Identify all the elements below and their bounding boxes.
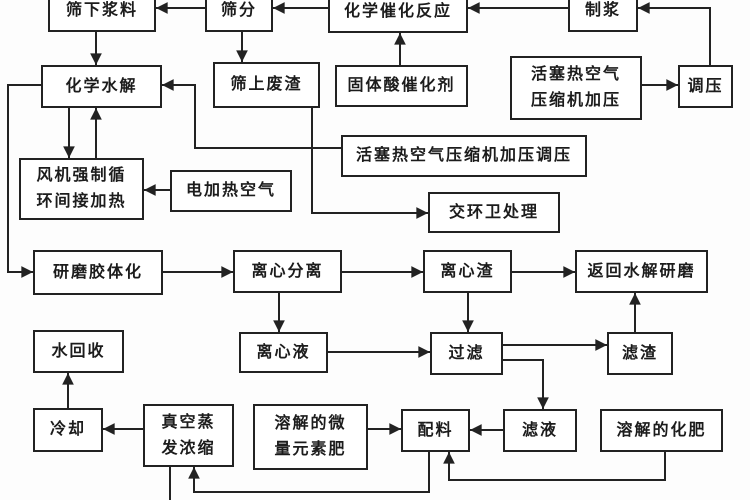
node-piston-hot-air-compression: 活塞热空气 压缩机加压	[510, 56, 642, 120]
node-return-hydrolysis-grinding: 返回水解研磨	[575, 250, 708, 293]
node-cooling: 冷却	[33, 408, 103, 452]
node-centrifugal-liquid: 离心液	[239, 332, 328, 373]
node-centrifugal-separation: 离心分离	[233, 250, 342, 293]
edge-batching-to-vacuum-evaporation	[188, 452, 430, 493]
edge-pressure-regulation-to-pulping	[638, 2, 711, 65]
node-water-recovery: 水回收	[33, 330, 124, 373]
node-filtrate: 滤液	[503, 409, 577, 452]
node-electric-heated-air: 电加热空气	[170, 170, 292, 212]
node-fan-forced-circulation: 风机强制循 环间接加热	[19, 158, 144, 220]
edge-chemical-hydrolysis-to-grinding-colloidization	[7, 84, 41, 278]
node-screened-slurry: 筛下浆料	[48, 0, 156, 32]
node-filter-residue: 滤渣	[607, 332, 673, 375]
node-vacuum-evaporation: 真空蒸 发浓缩	[143, 404, 234, 467]
node-piston-compression-reg: 活塞热空气压缩机加压调压	[341, 135, 587, 177]
edge-sieve-residue-to-sanitation-treatment	[311, 108, 428, 219]
edge-piston-compression-reg-to-chemical-hydrolysis	[162, 79, 341, 149]
node-sanitation-treatment: 交环卫处理	[428, 192, 560, 233]
node-grinding-colloidization: 研磨胶体化	[33, 250, 163, 295]
node-chemical-catalytic-reaction: 化学催化反应	[328, 0, 468, 33]
node-dissolved-trace-fertilizer: 溶解的微 量元素肥	[253, 404, 368, 470]
node-batching: 配料	[401, 409, 470, 452]
node-solid-acid-catalyst: 固体酸催化剂	[335, 65, 468, 107]
node-centrifuge-residue: 离心渣	[423, 250, 512, 293]
node-sieve-residue: 筛上废渣	[213, 62, 320, 108]
edge-filtration-to-filtrate	[503, 359, 549, 409]
node-filtration: 过滤	[430, 332, 503, 375]
node-pressure-regulation: 调压	[678, 65, 733, 108]
node-pulping: 制浆	[568, 0, 638, 32]
node-chemical-hydrolysis: 化学水解	[41, 65, 162, 108]
node-sieving: 筛分	[205, 0, 273, 32]
edge-dissolved-fertilizer-to-batching	[443, 452, 666, 481]
node-dissolved-fertilizer: 溶解的化肥	[600, 409, 723, 452]
